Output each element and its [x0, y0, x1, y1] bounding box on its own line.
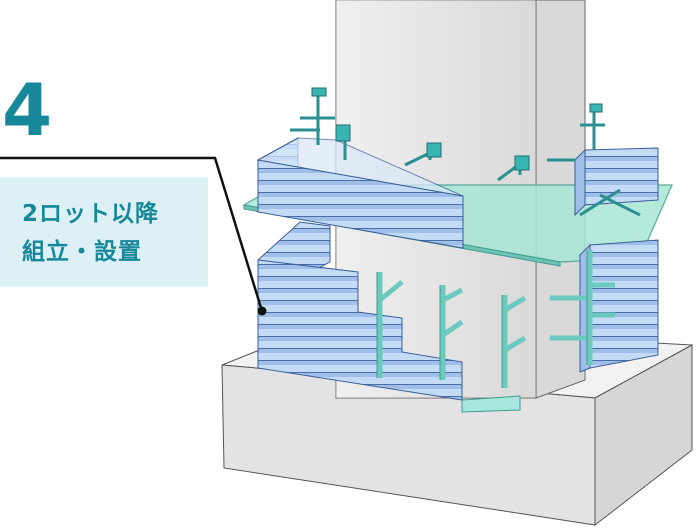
step-label-line-2: 組立・設置: [22, 239, 142, 265]
upper-formwork-left: [256, 137, 464, 249]
step-label-line-1: 2ロット以降: [22, 201, 160, 227]
upper-bracket-plates: [311, 87, 603, 171]
lower-formwork-left: [257, 221, 521, 413]
step-label: 2ロット以降 組立・設置: [22, 195, 159, 271]
lower-frames: [377, 250, 615, 388]
step-label-box: [0, 177, 208, 287]
lower-frame-outlines: [376, 250, 588, 388]
leader-line: [0, 156, 267, 316]
upper-formwork-right: [574, 147, 659, 217]
step-number: 4: [2, 68, 53, 152]
